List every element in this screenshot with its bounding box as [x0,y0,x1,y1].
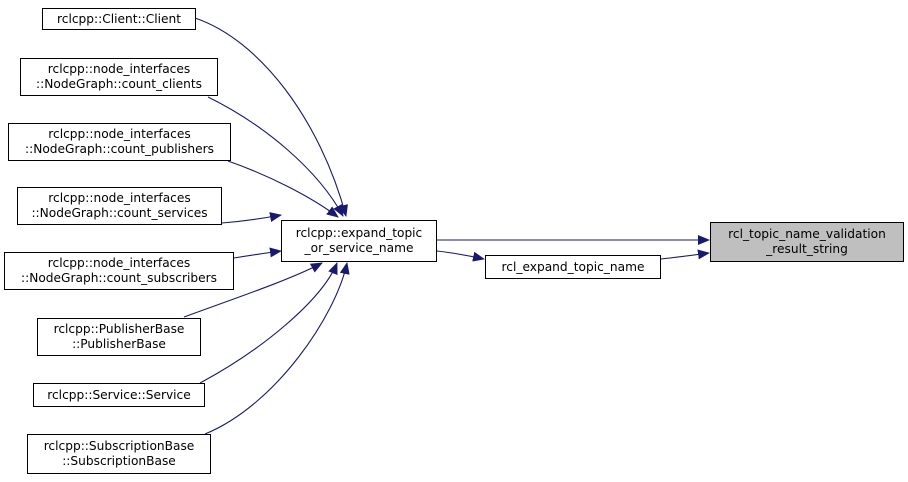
node-label-line-2: ::SubscriptionBase [62,454,176,468]
edge-rcl-expand-to-validation [660,249,710,260]
node-rcl-topic-name-validation-result-string: rcl_topic_name_validation _result_string [710,222,904,262]
node-count-publishers[interactable]: rclcpp::node_interfaces ::NodeGraph::cou… [8,123,231,161]
node-label-line-2: _result_string [766,242,848,256]
node-label-line-1: rclcpp::node_interfaces [47,256,191,270]
node-service-service[interactable]: rclcpp::Service::Service [33,383,205,407]
node-count-clients[interactable]: rclcpp::node_interfaces ::NodeGraph::cou… [20,58,218,96]
edge-client-to-expand [194,17,348,217]
node-label-line-1: rclcpp::SubscriptionBase [43,439,195,453]
node-client-client[interactable]: rclcpp::Client::Client [42,8,196,30]
node-label-line-2: ::NodeGraph::count_subscribers [21,271,217,285]
node-label-line-2: ::NodeGraph::count_publishers [25,142,214,156]
edge-publisherbase-to-expand [183,262,323,318]
node-rcl-expand-topic-name[interactable]: rcl_expand_topic_name [485,255,661,279]
node-count-subscribers[interactable]: rclcpp::node_interfaces ::NodeGraph::cou… [4,252,234,290]
edge-service-to-expand [199,262,338,384]
node-publisherbase[interactable]: rclcpp::PublisherBase ::PublisherBase [37,318,201,356]
edge-count-subscribers-to-expand [233,247,282,259]
edge-subscriptionbase-to-expand [204,262,350,435]
node-label-line-2: ::PublisherBase [72,337,166,351]
edge-expand-to-rcl-expand [436,250,485,262]
node-label-line-1: rclcpp::Service::Service [47,387,191,402]
edge-count-services-to-expand [221,212,282,224]
node-label-line-2: ::NodeGraph::count_clients [36,77,202,91]
node-label-line-1: rclcpp::node_interfaces [48,127,191,141]
node-label-line-1: rclcpp::Client::Client [57,11,181,26]
edge-count-clients-to-expand [207,96,344,217]
node-label-line-1: rclcpp::node_interfaces [48,191,191,205]
node-label-line-1: rclcpp::expand_topic [295,226,423,240]
node-label-line-1: rcl_topic_name_validation [728,227,886,241]
node-label-line-1: rclcpp::node_interfaces [47,62,191,76]
node-count-services[interactable]: rclcpp::node_interfaces ::NodeGraph::cou… [17,187,222,225]
node-label-line-1: rcl_expand_topic_name [501,259,645,274]
node-expand-topic-or-service-name[interactable]: rclcpp::expand_topic _or_service_name [281,220,437,262]
node-label-line-2: ::NodeGraph::count_services [31,206,208,220]
edge-count-publishers-to-expand [227,160,339,218]
edges [183,17,710,435]
node-label-line-1: rclcpp::PublisherBase [53,322,185,336]
node-label-line-2: _or_service_name [304,241,414,255]
node-subscriptionbase[interactable]: rclcpp::SubscriptionBase ::SubscriptionB… [27,434,211,474]
